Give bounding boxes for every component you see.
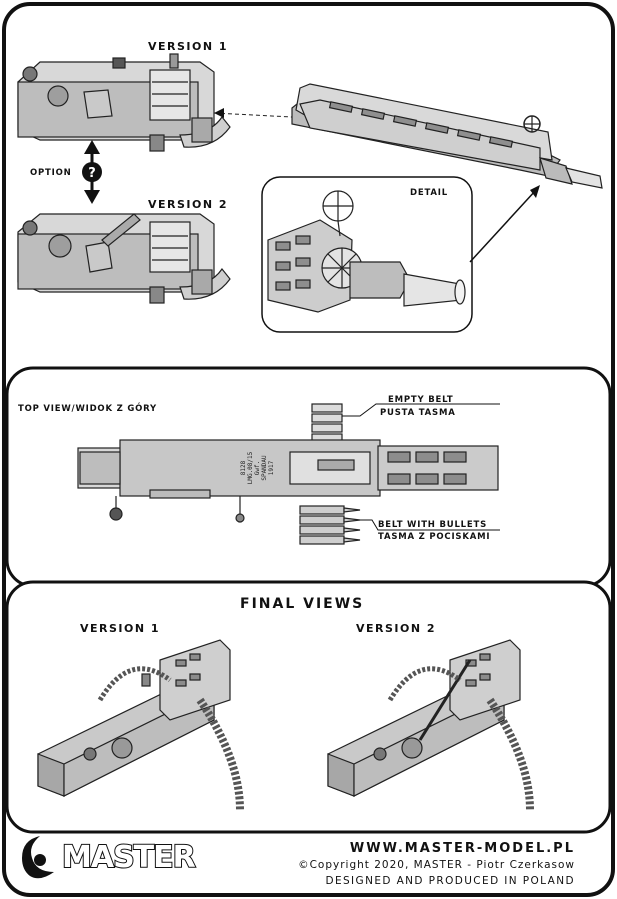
empty-belt-label-pl: PUSTA TASMA [380, 408, 456, 418]
top-version1-label: VERSION 1 [148, 40, 229, 53]
top-version2-label: VERSION 2 [148, 198, 229, 211]
empty-belt-label-en: EMPTY BELT [388, 395, 454, 405]
footer-designed: DESIGNED AND PRODUCED IN POLAND [325, 875, 575, 887]
footer-copyright: ©Copyright 2020, MASTER - Piotr Czerkaso… [298, 859, 575, 871]
master-logo-text: MASTER [61, 839, 197, 876]
option-label: OPTION [30, 168, 72, 178]
svg-text:?: ? [88, 166, 96, 181]
final-views-title: FINAL VIEWS [240, 596, 365, 612]
final-version1-label: VERSION 1 [80, 622, 161, 635]
belt-bullets-label-en: BELT WITH BULLETS [378, 520, 488, 530]
detail-label: DETAIL [410, 188, 448, 198]
final-version2-label: VERSION 2 [356, 622, 437, 635]
belt-bullets-label-pl: TASMA Z POCISKAMI [378, 532, 491, 542]
top-view-title: TOP VIEW/WIDOK Z GÓRY [18, 404, 157, 414]
footer-url: WWW.MASTER-MODEL.PL [349, 841, 575, 856]
